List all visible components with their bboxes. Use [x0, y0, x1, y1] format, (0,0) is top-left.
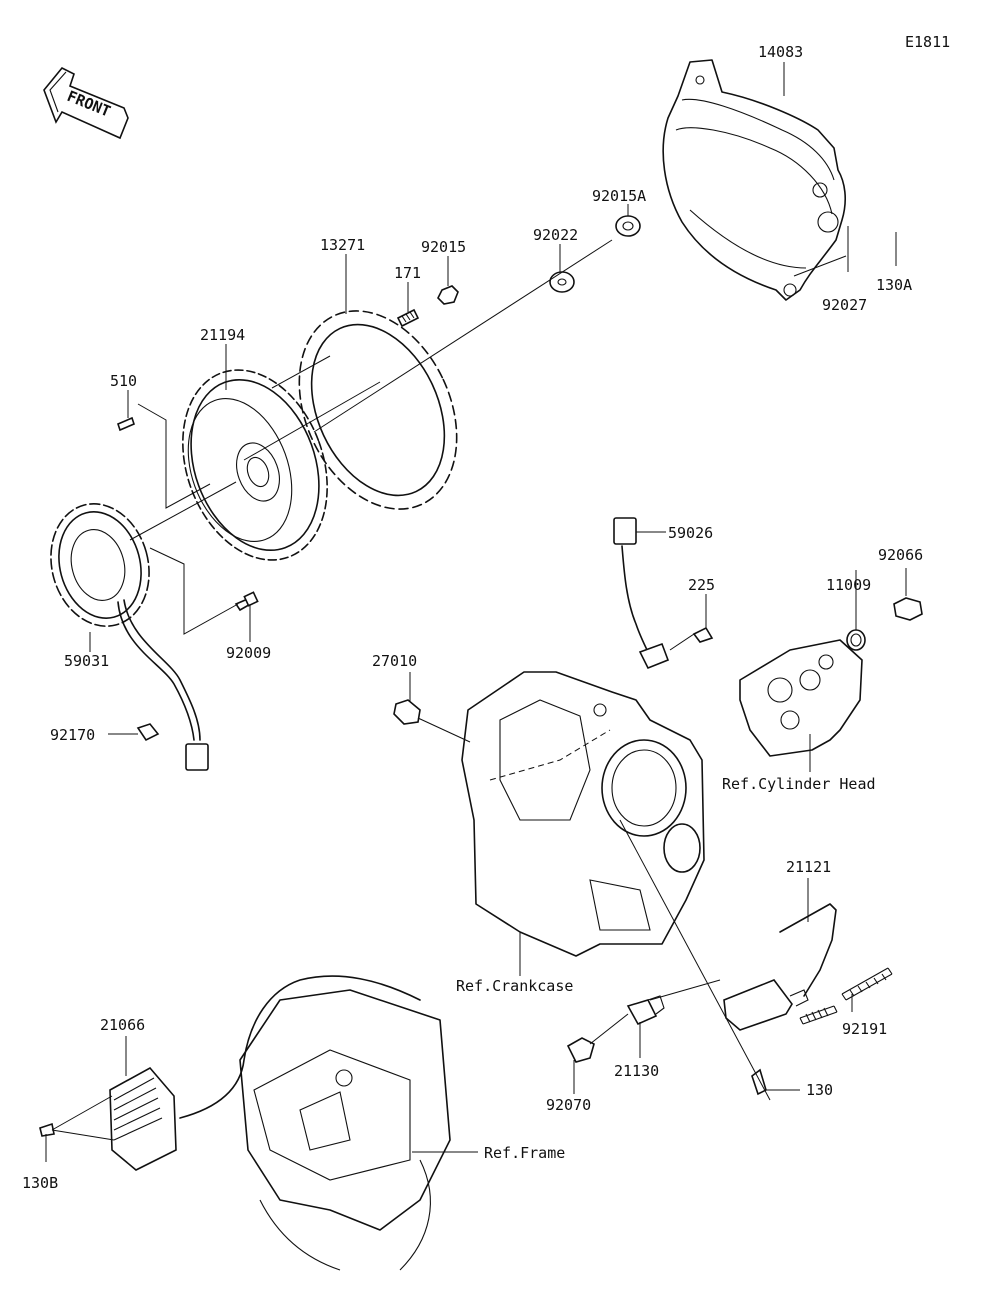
part-number-92015a: 92015A: [592, 187, 646, 205]
part-number-130: 130: [806, 1081, 833, 1099]
flywheel-21194: [182, 369, 328, 561]
bolt-130b: [39, 1122, 55, 1137]
front-arrow-icon: FRONT: [43, 66, 129, 140]
part-number-21121: 21121: [786, 858, 831, 876]
cable-21121: [779, 903, 837, 997]
gasket-11009: [846, 629, 866, 651]
nut-92015a: [615, 215, 641, 237]
sensor-21130: [626, 995, 665, 1026]
nut-92015: [437, 285, 459, 305]
part-labels: 14083 92015A 92022 92015 171 13271 130A …: [22, 43, 923, 1192]
ref-cylinder-head-label: Ref.Cylinder Head: [722, 775, 876, 793]
bolt-130: [751, 1068, 767, 1096]
frame: [179, 975, 451, 1271]
part-number-92066: 92066: [878, 546, 923, 564]
part-number-13271: 13271: [320, 236, 365, 254]
leader-lines: [45, 62, 907, 1162]
part-number-21194: 21194: [200, 326, 245, 344]
part-number-21130: 21130: [614, 1062, 659, 1080]
alignment-lines: [51, 239, 771, 1141]
part-number-92015: 92015: [421, 238, 466, 256]
cylinder-head: [739, 639, 863, 757]
plug-92066: [893, 597, 923, 621]
part-number-14083: 14083: [758, 43, 803, 61]
washer-92022: [549, 271, 575, 293]
part-number-130a: 130A: [876, 276, 912, 294]
bolt-92009: [234, 591, 259, 612]
plug-92070: [566, 1037, 595, 1063]
clamp-92170: [136, 723, 160, 742]
ref-crankcase-label: Ref.Crankcase: [456, 977, 573, 995]
bolt-225: [692, 626, 714, 643]
stator-59031: [50, 503, 209, 771]
part-number-130b: 130B: [22, 1174, 58, 1192]
part-number-171: 171: [394, 264, 421, 282]
part-number-92027: 92027: [822, 296, 867, 314]
part-number-27010: 27010: [372, 652, 417, 670]
part-number-59026: 59026: [668, 524, 713, 542]
switch-27010: [393, 699, 421, 725]
flywheel-cover: [662, 59, 847, 301]
spring-92191: [799, 967, 893, 1025]
stud-171: [396, 308, 420, 328]
gear-ring-13271: [298, 310, 458, 510]
crankcase: [461, 671, 705, 957]
part-number-92070: 92070: [546, 1096, 591, 1114]
part-number-59031: 59031: [64, 652, 109, 670]
part-number-92170: 92170: [50, 726, 95, 744]
ref-frame-label: Ref.Frame: [484, 1144, 565, 1162]
sensor-59026: [613, 517, 670, 670]
ignition-coil: [723, 979, 809, 1031]
regulator-21066: [109, 1066, 177, 1171]
part-number-510: 510: [110, 372, 137, 390]
part-number-92009: 92009: [226, 644, 271, 662]
part-number-92191: 92191: [842, 1020, 887, 1038]
part-number-225: 225: [688, 576, 715, 594]
key-510: [117, 416, 135, 432]
part-number-21066: 21066: [100, 1016, 145, 1034]
part-number-11009: 11009: [826, 576, 871, 594]
part-number-92022: 92022: [533, 226, 578, 244]
diagram-id: E1811: [905, 33, 950, 51]
